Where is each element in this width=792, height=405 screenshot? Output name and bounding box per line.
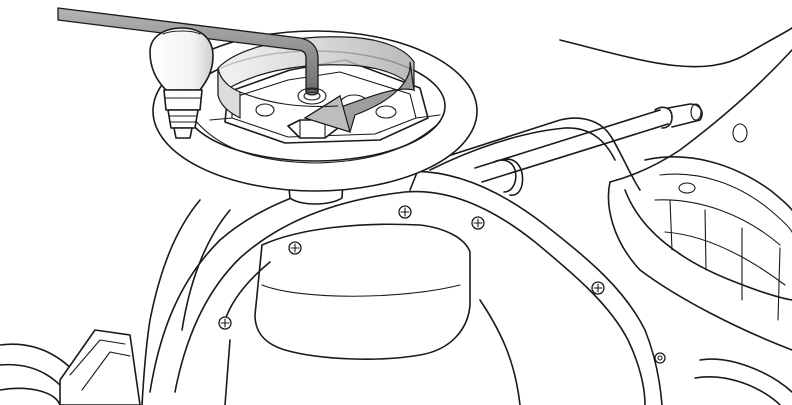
screw-icon (288, 241, 302, 255)
screw-icon (218, 316, 232, 330)
hex-key-icon (57, 7, 327, 105)
rotation-arrow-icon (217, 36, 415, 133)
gear-knob (149, 27, 214, 139)
screw-icon (591, 281, 605, 295)
screw-icon (398, 205, 412, 219)
side-rail (474, 103, 703, 197)
dash-panel (224, 223, 521, 405)
seat-body (559, 27, 792, 405)
screw-icon (654, 352, 666, 364)
lower-left-block (0, 329, 141, 405)
screw-icon (471, 216, 485, 230)
chassis-frame (0, 117, 663, 405)
screws (218, 205, 666, 364)
